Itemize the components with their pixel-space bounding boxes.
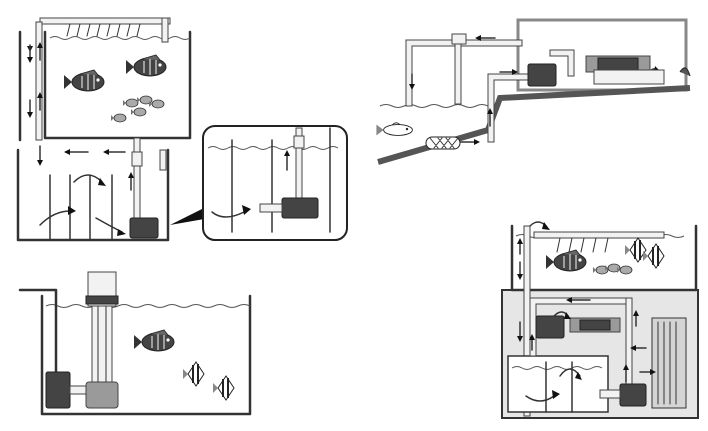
fish-icon xyxy=(545,249,587,272)
filter-tower xyxy=(651,317,687,409)
curved-arrow-icon xyxy=(98,178,106,186)
right-arrow-icon xyxy=(512,69,518,75)
down-arrow-icon xyxy=(517,336,523,342)
panel-sump-setup xyxy=(16,17,348,242)
left-arrow-icon xyxy=(103,149,109,155)
display-tank-walls xyxy=(510,224,698,292)
intake-pipe xyxy=(487,73,531,143)
panel-cabinet-setup xyxy=(501,221,699,419)
curved-arrow-icon xyxy=(552,390,560,399)
up-arrow-icon xyxy=(517,238,523,244)
curved-arrow-icon xyxy=(542,222,550,230)
tank-walls xyxy=(40,294,252,416)
spray-bar xyxy=(39,17,171,25)
curved-arrow-icon xyxy=(68,206,76,215)
pump-outlet xyxy=(69,385,87,395)
plant-icon xyxy=(679,67,691,77)
curved-arrow-icon xyxy=(575,372,582,380)
zoom-pointer xyxy=(170,205,210,225)
zoom-inset xyxy=(202,125,348,241)
inset-pump-intake xyxy=(259,203,283,213)
fish-icon xyxy=(63,69,105,92)
up-arrow-icon xyxy=(623,364,629,370)
curved-arrow-icon xyxy=(117,229,126,236)
small-fish-icon xyxy=(130,107,147,117)
return-pump xyxy=(129,217,159,239)
angelfish-icon xyxy=(212,375,235,401)
spray-lines xyxy=(66,23,141,37)
up-arrow-icon xyxy=(633,310,639,316)
upper-tank-walls xyxy=(43,30,192,140)
left-arrow-icon xyxy=(475,35,481,41)
up-arrow-icon xyxy=(487,108,493,114)
pond-pump xyxy=(527,63,557,87)
sump-pump xyxy=(619,383,647,407)
inset-pump xyxy=(281,197,319,219)
panel-pond-setup xyxy=(376,18,691,165)
filter-ribs xyxy=(657,321,677,405)
right-arrow-icon xyxy=(474,139,480,145)
return-pipe xyxy=(133,137,141,224)
left-arrow-icon xyxy=(630,345,636,351)
elbow xyxy=(451,33,467,45)
spray-lines xyxy=(556,237,609,253)
panel-inline-setup xyxy=(18,271,252,416)
sump-baffles xyxy=(545,361,573,413)
up-arrow-icon xyxy=(128,172,134,178)
reactor-collar xyxy=(85,295,119,305)
filter-box xyxy=(593,69,665,85)
left-arrow-icon xyxy=(64,149,70,155)
down-arrow-icon xyxy=(517,274,523,280)
reactor-rings xyxy=(97,305,107,385)
return-drop xyxy=(454,43,462,105)
uv-lamp xyxy=(597,57,639,71)
strainer-mesh xyxy=(429,137,459,149)
reactor-body xyxy=(91,305,113,385)
fish-icon xyxy=(125,54,167,77)
curved-arrow-icon xyxy=(564,312,571,319)
external-pump xyxy=(45,371,71,409)
cabinet-sump xyxy=(507,355,609,413)
up-arrow-icon xyxy=(529,334,535,340)
angelfish-icon xyxy=(182,361,205,387)
inset-union xyxy=(293,135,305,149)
riser-pipe xyxy=(625,297,633,389)
spray-cap xyxy=(161,17,169,43)
pump-riser xyxy=(549,49,575,77)
down-arrow-icon xyxy=(27,112,33,118)
angelfish-icon xyxy=(624,237,647,263)
water-surface xyxy=(49,36,191,40)
spray-bar xyxy=(533,231,665,239)
union xyxy=(131,151,143,167)
left-arrow-icon xyxy=(566,297,572,303)
down-arrow-icon xyxy=(37,160,43,166)
small-fish-icon xyxy=(122,98,139,108)
pond-bank xyxy=(377,85,691,165)
koi-icon xyxy=(376,122,413,136)
small-fish-icon xyxy=(110,113,127,123)
tank-water-surface xyxy=(45,304,251,308)
uv-lamp xyxy=(579,319,611,331)
curved-arrow-icon xyxy=(242,205,251,215)
cabinet-pump xyxy=(535,315,565,339)
sump-fill-pipe xyxy=(159,149,167,171)
reactor-base xyxy=(85,381,119,409)
overflow-pipe xyxy=(35,21,43,141)
up-arrow-icon xyxy=(284,150,290,156)
up-arrow-icon xyxy=(37,92,43,98)
angelfish-icon xyxy=(642,243,665,269)
return-pipe xyxy=(405,39,523,107)
fish-icon xyxy=(133,329,175,352)
pond-surface xyxy=(379,104,489,108)
down-arrow-icon xyxy=(409,84,415,90)
sump-walls xyxy=(16,148,170,242)
up-arrow-icon xyxy=(37,42,43,48)
inlet-pipe xyxy=(18,288,58,376)
right-arrow-icon xyxy=(650,369,656,375)
sump-water-surface xyxy=(511,366,603,370)
inset-water-surface xyxy=(207,146,339,150)
sump-pump-intake xyxy=(599,389,621,399)
